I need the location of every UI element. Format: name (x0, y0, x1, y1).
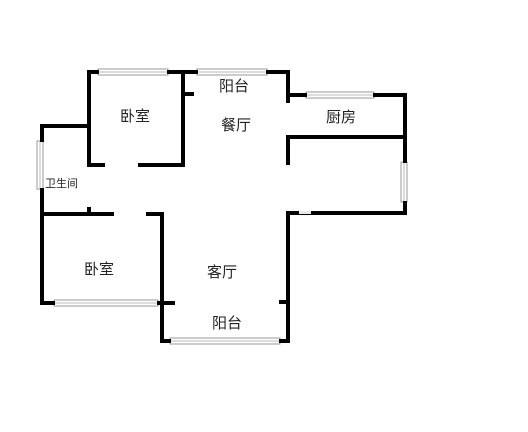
window-kitchen (305, 91, 375, 99)
wall-middle-right (286, 211, 407, 215)
label-dining: 餐厅 (221, 116, 251, 134)
wall-bedroom-right (181, 70, 185, 167)
wall-bathroom-left-lower (40, 188, 44, 216)
watermark-mark (299, 211, 311, 214)
label-balcony-bottom: 阳台 (212, 314, 242, 332)
wall-bedroom-bottom-left (87, 163, 105, 167)
wall-bathroom-left-upper (40, 124, 44, 142)
wall-living-stub-left (146, 212, 164, 216)
room-labels: 卧室 阳台 餐厅 厨房 卫生间 卧室 客厅 阳台 (45, 77, 356, 332)
wall-right-upper (403, 93, 407, 163)
label-kitchen: 厨房 (326, 108, 356, 126)
walls (40, 70, 407, 343)
wall-bedroom2-bottom-right (157, 301, 175, 305)
wall-bedroom-bottom-right (138, 163, 185, 167)
label-bathroom: 卫生间 (45, 176, 78, 190)
wall-balcony-bottom-right (279, 339, 290, 343)
label-bedroom-bottom: 卧室 (84, 260, 114, 278)
window-right (400, 161, 408, 203)
wall-right-lower (403, 201, 407, 215)
wall-bathroom-top (40, 124, 91, 128)
wall-kitchen-top-right (373, 93, 407, 97)
wall-bedroom-top-left (87, 70, 99, 74)
wall-living-right (286, 211, 290, 343)
window-bedroom-bottom (53, 299, 159, 307)
window-balcony-bottom (169, 337, 281, 345)
wall-living-left (160, 212, 164, 343)
wall-bedroom2-top-stub (87, 207, 91, 216)
label-bedroom-top: 卧室 (120, 107, 150, 125)
wall-dining-stub-left (185, 92, 194, 96)
wall-dining-right-upper (286, 70, 290, 103)
wall-bedroom-left (87, 70, 91, 167)
label-living: 客厅 (207, 263, 237, 281)
window-balcony-top (196, 68, 268, 76)
wall-kitchen-bottom (286, 135, 407, 139)
window-bathroom (36, 140, 44, 190)
wall-bedroom2-top-left (40, 212, 114, 216)
wall-kitchen-left-lower (286, 135, 290, 165)
label-balcony-top: 阳台 (219, 77, 249, 95)
window-bedroom-top (97, 68, 169, 76)
wall-bedroom2-bottom-left (40, 301, 55, 305)
wall-bedroom2-left (40, 212, 44, 305)
wall-balcony-bottom-left (160, 339, 171, 343)
wall-kitchen-top-left (286, 93, 307, 97)
wall-living-stub-right (279, 300, 290, 304)
wall-balcony-top-right (266, 70, 290, 74)
